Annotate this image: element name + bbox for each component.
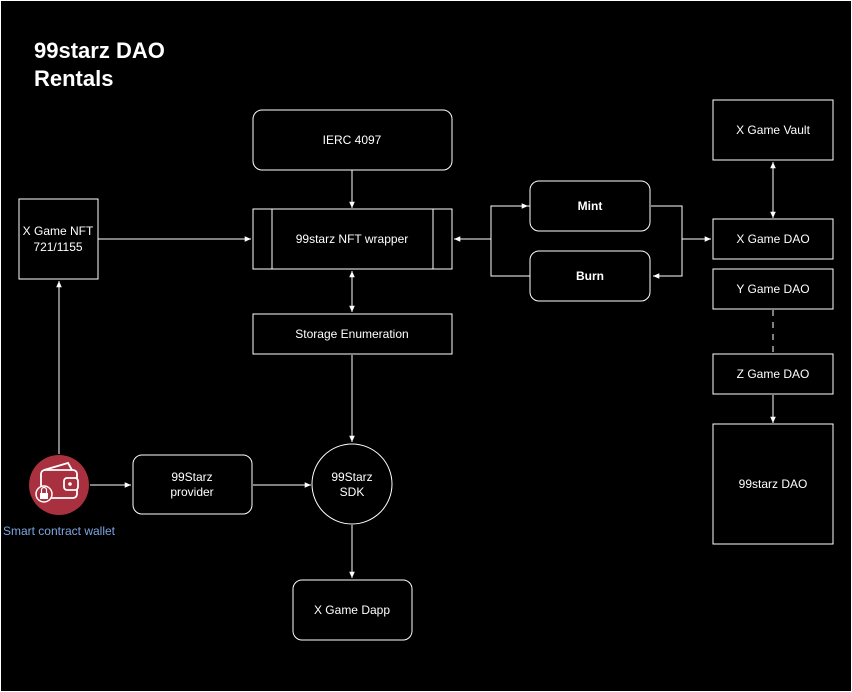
- node-xgame-vault-label: X Game Vault: [736, 123, 810, 137]
- wallet-caption: Smart contract wallet: [3, 524, 116, 538]
- node-xgame-nft-line1: X Game NFT: [23, 224, 94, 238]
- wallet-lock-icon: [29, 455, 89, 515]
- node-wrapper-label: 99starz NFT wrapper: [296, 232, 408, 246]
- edges: [56, 162, 776, 578]
- node-burn-label: Burn: [576, 269, 604, 283]
- node-starz-dao: 99starz DAO: [712, 423, 834, 545]
- node-zgame-dao: Z Game DAO: [712, 353, 834, 395]
- node-storage-label: Storage Enumeration: [295, 327, 408, 341]
- node-xgame-dao-label: X Game DAO: [736, 232, 809, 246]
- node-starz-dao-label: 99starz DAO: [739, 477, 808, 491]
- node-xgame-nft: X Game NFT 721/1155: [18, 198, 99, 280]
- node-mint-label: Mint: [578, 199, 603, 213]
- node-dapp: X Game Dapp: [292, 579, 413, 641]
- node-mint: Mint: [529, 180, 651, 232]
- node-burn: Burn: [529, 250, 651, 302]
- edge-right-branch: [651, 205, 683, 279]
- node-ierc: IERC 4097: [252, 109, 453, 171]
- node-xgame-vault: X Game Vault: [712, 99, 834, 161]
- node-wrapper: 99starz NFT wrapper: [252, 208, 453, 270]
- node-sdk-line2: SDK: [340, 485, 365, 499]
- node-provider-line1: 99Starz: [171, 470, 212, 484]
- node-provider: 99Starz provider: [132, 454, 253, 515]
- node-ygame-dao: Y Game DAO: [712, 268, 834, 310]
- node-dapp-label: X Game Dapp: [314, 603, 390, 617]
- node-zgame-dao-label: Z Game DAO: [737, 367, 810, 381]
- node-ygame-dao-label: Y Game DAO: [736, 282, 809, 296]
- node-sdk: 99Starz SDK: [311, 443, 393, 525]
- node-xgame-nft-line2: 721/1155: [33, 240, 82, 254]
- node-xgame-dao: X Game DAO: [712, 218, 834, 260]
- node-storage: Storage Enumeration: [252, 313, 453, 355]
- diagram-title-line2: Rentals: [34, 66, 113, 91]
- node-ierc-label: IERC 4097: [323, 133, 382, 147]
- node-provider-line2: provider: [170, 485, 213, 499]
- diagram-title-line1: 99starz DAO: [34, 38, 165, 63]
- edge-mintburn-branch: [490, 205, 530, 277]
- node-sdk-line1: 99Starz: [331, 470, 372, 484]
